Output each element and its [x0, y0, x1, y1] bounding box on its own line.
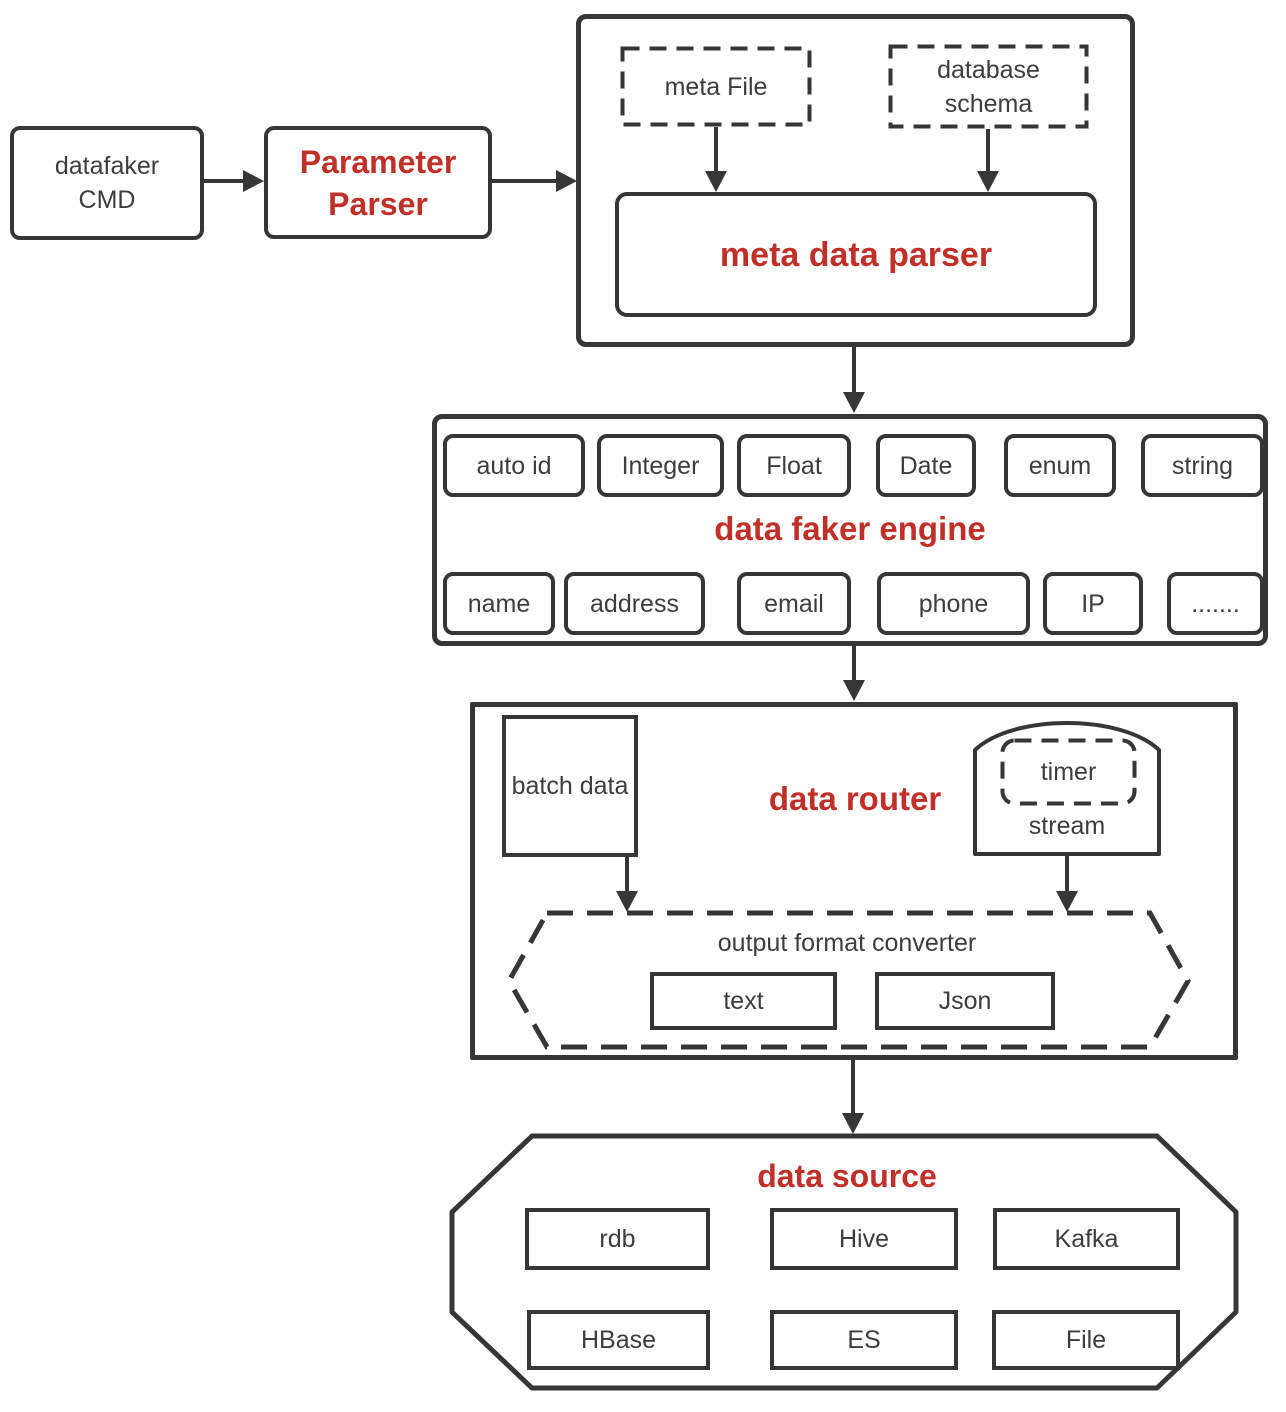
- arrow-line: [1065, 854, 1069, 892]
- engine-type-more: .......: [1167, 572, 1264, 635]
- engine-type-ip: IP: [1043, 572, 1143, 635]
- source-es-box: ES: [770, 1310, 958, 1370]
- arrowhead-down-icon: [843, 392, 865, 413]
- engine-type-name: name: [443, 572, 555, 635]
- arrow-line: [714, 127, 718, 172]
- batch-data-box: batch data: [502, 715, 638, 857]
- dashed-rect-shape: [888, 44, 1089, 129]
- datafaker-cmd-box: datafaker CMD: [10, 126, 204, 240]
- source-kafka-box: Kafka: [993, 1208, 1180, 1270]
- arrowhead-down-icon: [842, 1113, 864, 1134]
- arrowhead-right-icon: [556, 170, 577, 192]
- stream-label: stream: [1028, 812, 1106, 840]
- arrow-line: [986, 129, 990, 172]
- stream-shape: [973, 721, 1161, 856]
- arrowhead-down-icon: [977, 171, 999, 192]
- meta-file-label: meta File: [664, 72, 768, 101]
- arrowhead-down-icon: [616, 891, 638, 912]
- parameter-parser-box: Parameter Parser: [264, 126, 492, 239]
- dashed-rect-shape: [620, 46, 812, 127]
- database-schema-label: database schema: [937, 55, 1040, 118]
- engine-type-auto-id: auto id: [443, 434, 585, 497]
- meta-file-box: meta File: [620, 46, 812, 127]
- timer-label: timer: [1040, 758, 1097, 786]
- timer-box: timer: [1000, 738, 1137, 806]
- arrowhead-down-icon: [843, 680, 865, 701]
- output-format-converter-title: output format converter: [717, 929, 977, 957]
- arrow-line: [852, 347, 856, 393]
- dashed-rounded-rect-shape: [1000, 738, 1137, 806]
- database-schema-box: database schema: [888, 44, 1089, 129]
- data-faker-engine-title: data faker engine: [714, 510, 986, 547]
- format-json-box: Json: [875, 972, 1055, 1030]
- source-hbase-box: HBase: [527, 1310, 710, 1370]
- source-rdb-box: rdb: [525, 1208, 710, 1270]
- arrow-line: [852, 646, 856, 681]
- arrow-line: [204, 179, 245, 183]
- meta-data-parser-box: meta data parser: [615, 192, 1097, 317]
- engine-type-integer: Integer: [597, 434, 724, 497]
- engine-type-date: Date: [876, 434, 976, 497]
- arrow-line: [625, 857, 629, 892]
- format-text-box: text: [650, 972, 837, 1030]
- engine-type-enum: enum: [1004, 434, 1116, 497]
- source-file-box: File: [992, 1310, 1180, 1370]
- arrowhead-down-icon: [705, 171, 727, 192]
- engine-type-string: string: [1141, 434, 1264, 497]
- output-format-converter-shape: [506, 910, 1191, 1050]
- engine-type-email: email: [737, 572, 851, 635]
- engine-type-address: address: [564, 572, 705, 635]
- source-hive-box: Hive: [770, 1208, 958, 1270]
- data-router-title: data router: [768, 780, 942, 817]
- engine-type-float: Float: [737, 434, 851, 497]
- arrow-line: [492, 179, 558, 183]
- arrowhead-down-icon: [1056, 891, 1078, 912]
- engine-type-phone: phone: [877, 572, 1030, 635]
- arrow-line: [851, 1060, 855, 1114]
- data-source-title: data source: [757, 1158, 937, 1194]
- arrowhead-right-icon: [243, 170, 264, 192]
